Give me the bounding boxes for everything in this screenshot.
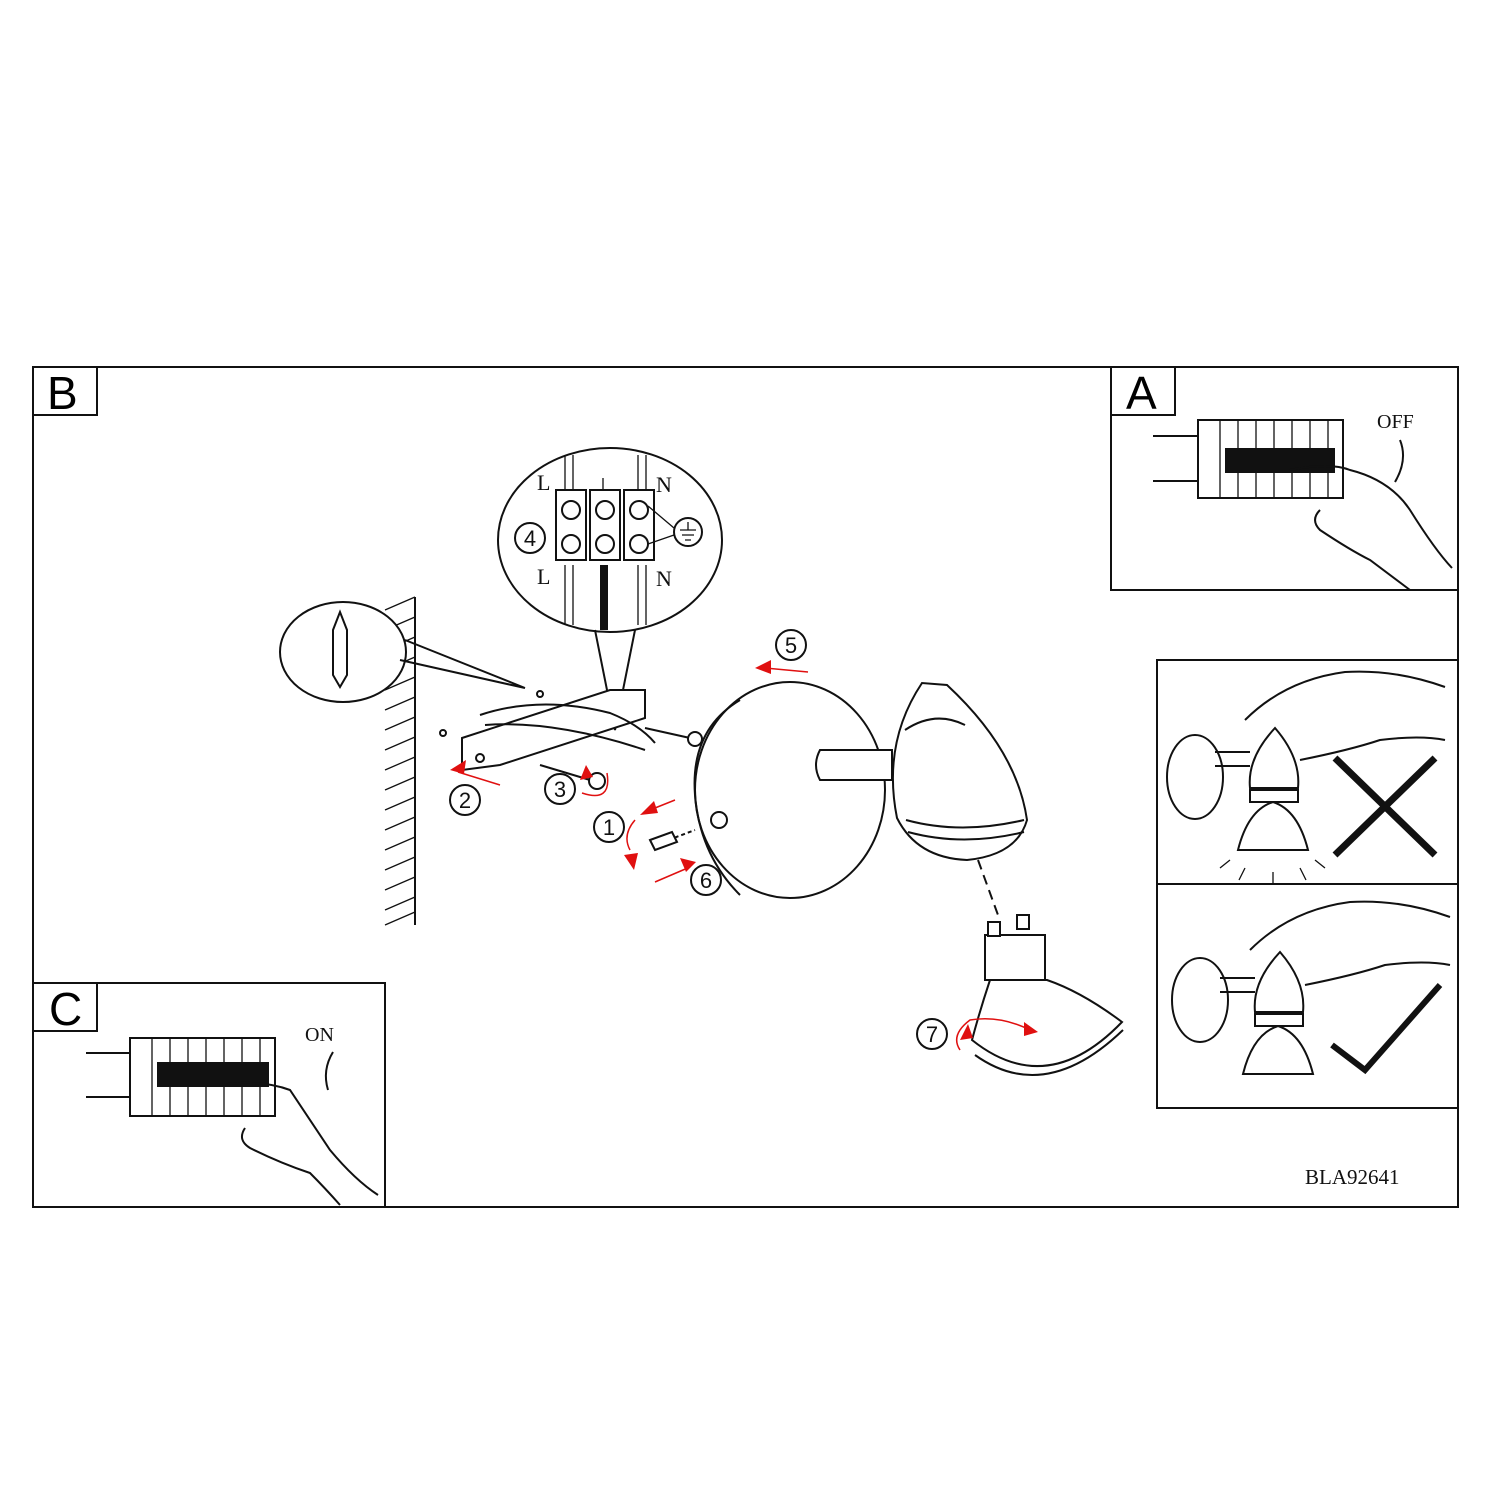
step-4-label: 4 <box>524 526 536 551</box>
step-markers: 1 2 3 4 5 6 7 <box>449 522 948 1050</box>
terminal-label-l-bottom: L <box>537 564 550 589</box>
step-1-label: 1 <box>603 815 615 840</box>
step-2-marker <box>449 784 481 816</box>
step-7-marker <box>916 1018 948 1050</box>
step-6-label: 6 <box>700 868 712 893</box>
panel-b-label-box <box>32 366 98 416</box>
step-4-marker <box>514 522 546 554</box>
step-5-marker <box>775 629 807 661</box>
wall-plug-detail <box>279 601 526 703</box>
model-code: BLA92641 <box>1305 1165 1400 1189</box>
terminal-label-n-top: N <box>656 472 672 497</box>
terminal-label-l-top: L <box>537 470 550 495</box>
panel-c-switch-on: C ON <box>32 982 386 1208</box>
on-caption: ON <box>305 1024 334 1046</box>
lamp-canopy <box>648 681 893 899</box>
panel-correct-cool-bulb <box>1156 883 1459 1109</box>
panel-a-switch-off: A OFF <box>1110 366 1459 591</box>
mounting-bracket <box>439 689 703 790</box>
step-3-label: 3 <box>554 777 566 802</box>
gu10-bulb-icon <box>970 914 1124 1076</box>
check-icon <box>1330 983 1443 1075</box>
terminal-block-detail: L N L N <box>497 447 723 731</box>
step-5-label: 5 <box>785 633 797 658</box>
dowel-icon <box>332 609 348 689</box>
earth-icon <box>673 517 703 547</box>
lamp-spot-head <box>891 681 1029 916</box>
cross-icon <box>1332 755 1438 858</box>
hand-icon <box>219 1081 379 1206</box>
panel-b-label: B <box>47 367 78 419</box>
terminal-label-n-bottom: N <box>656 566 672 591</box>
step-3-marker <box>544 773 576 805</box>
off-caption: OFF <box>1377 411 1414 433</box>
panel-wrong-hot-bulb <box>1156 659 1459 886</box>
step-7-label: 7 <box>926 1022 938 1047</box>
step-1-marker <box>593 811 625 843</box>
step-2-label: 2 <box>459 788 471 813</box>
panel-c-label: C <box>49 983 82 1035</box>
hand-icon <box>1289 465 1453 591</box>
direction-arrows <box>450 660 1038 1051</box>
panel-a-label: A <box>1126 367 1157 419</box>
step-6-marker <box>690 864 722 896</box>
